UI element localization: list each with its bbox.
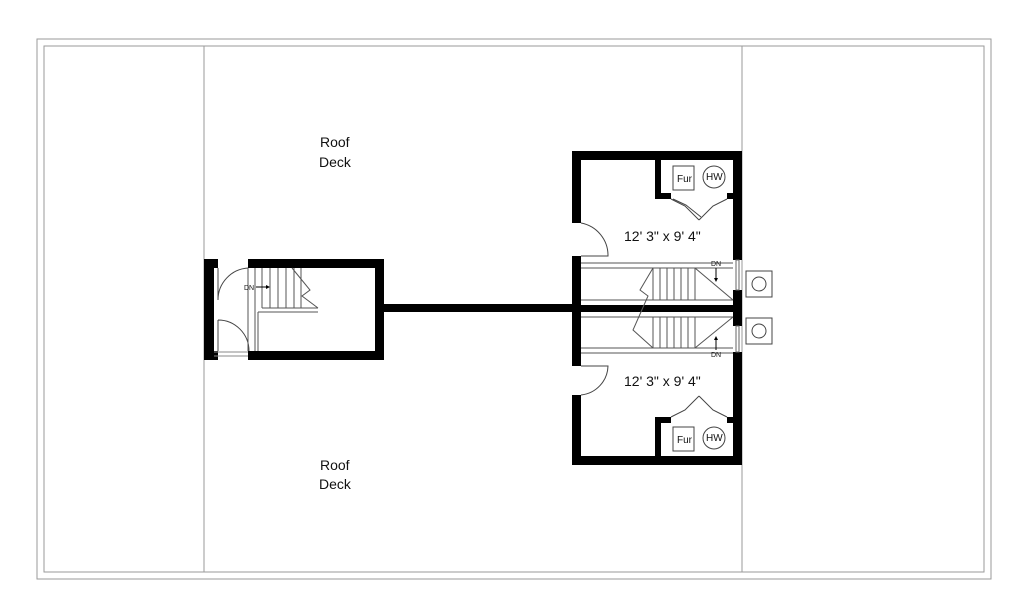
unit-top-dn-note: DN xyxy=(711,261,721,268)
roof-deck-top-line2: Deck xyxy=(319,154,352,170)
water-heater-bottom-label: HW xyxy=(706,433,723,444)
stair-house: DN xyxy=(204,259,384,360)
roof-deck-bottom-line2: Deck xyxy=(319,476,352,492)
inner-frame xyxy=(43,45,985,573)
water-heater-top xyxy=(702,165,726,189)
unit-bottom-dimensions: 12' 3" x 9' 4" xyxy=(624,373,701,389)
stair-house-dn-note: DN xyxy=(244,285,254,292)
unit-top-dimensions: 12' 3" x 9' 4" xyxy=(624,228,701,244)
furnace-bottom xyxy=(672,426,695,452)
roof-deck-bottom-line1: Roof xyxy=(320,457,350,473)
outer-frame xyxy=(36,38,992,580)
connecting-wall xyxy=(384,304,574,312)
unit-bottom-dn-note: DN xyxy=(711,352,721,359)
furnace-bottom-label: Fur xyxy=(677,435,693,446)
furnace-top xyxy=(672,165,695,191)
water-heater-top-label: HW xyxy=(706,172,723,183)
water-heater-bottom xyxy=(702,426,726,450)
furnace-top-label: Fur xyxy=(677,174,693,185)
roof-deck-top-line1: Roof xyxy=(320,134,350,150)
unit-block: Fur HW Fur HW DN DN 12' 3" x 9' 4" 12' 3… xyxy=(572,151,742,465)
exterior-equipment xyxy=(745,270,773,345)
